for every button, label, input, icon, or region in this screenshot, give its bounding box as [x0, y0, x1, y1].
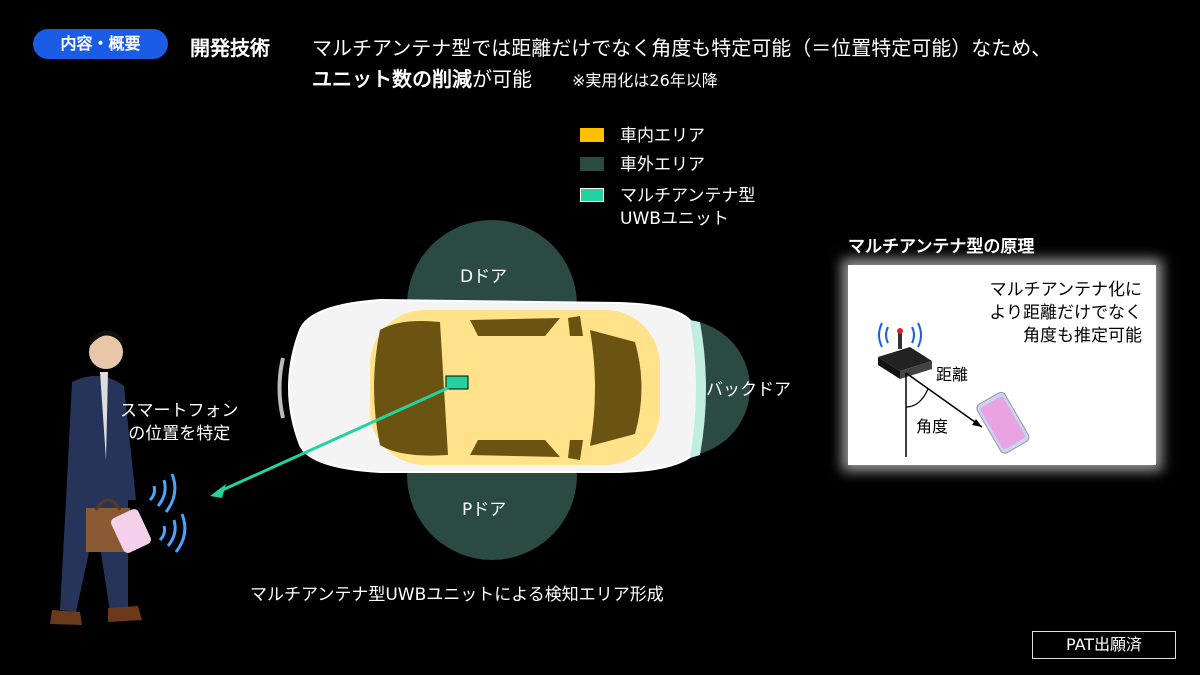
rear-quarter-left — [568, 316, 583, 336]
uwb-unit — [445, 375, 469, 390]
legend-outside-swatch — [580, 157, 604, 171]
headlight — [277, 357, 285, 419]
p-door-label: Pドア — [462, 500, 507, 520]
detection-arrow — [217, 386, 449, 494]
principle-description: マルチアンテナ化に より距離だけでなく 角度も推定可能 — [989, 279, 1142, 348]
rear-window — [590, 330, 642, 446]
d-door-label: Dドア — [460, 267, 508, 287]
principle-panel: マルチアンテナ化に より距離だけでなく 角度も推定可能 距離 角度 — [848, 265, 1156, 465]
header-line-1: マルチアンテナ型では距離だけでなく角度も特定可能（＝位置特定可能）なため、 — [312, 36, 1052, 60]
category-badge: 内容・概要 — [33, 29, 168, 59]
signal-waves — [148, 473, 187, 553]
smartphone-label-1: スマートフォン — [120, 401, 239, 421]
header-line-2-rest: が可能 — [472, 67, 532, 91]
rear-quarter-right — [568, 440, 583, 460]
angle-label: 角度 — [916, 417, 949, 436]
car-rear — [690, 320, 706, 458]
header-line-2: ユニット数の削減が可能 ※実用化は26年以降 — [312, 63, 718, 92]
windshield — [374, 321, 448, 456]
header-note: ※実用化は26年以降 — [572, 71, 718, 90]
principle-title: マルチアンテナ型の原理 — [848, 237, 1035, 257]
principle-text-1: マルチアンテナ化に — [989, 280, 1142, 300]
uwb-device-icon — [878, 347, 932, 371]
principle-figure — [878, 322, 1030, 457]
header-label: 開発技術 — [190, 36, 270, 60]
smartphone-label: スマートフォン の位置を特定 — [120, 400, 239, 446]
header-highlight: ユニット数の削減 — [312, 67, 472, 91]
window-right — [470, 440, 560, 457]
legend-outside-label: 車外エリア — [620, 155, 705, 175]
principle-text-2: より距離だけでなく — [989, 303, 1142, 323]
smartphone-label-2: の位置を特定 — [128, 424, 231, 444]
legend-unit-label-2: UWBユニット — [620, 209, 729, 229]
distance-label: 距離 — [936, 365, 969, 384]
arrow-head — [210, 484, 226, 498]
person-figure — [50, 330, 151, 625]
principle-text-3: 角度も推定可能 — [1023, 326, 1142, 346]
legend-unit-label: マルチアンテナ型 — [620, 186, 756, 206]
phone-icon — [976, 391, 1030, 454]
window-left — [470, 318, 560, 336]
back-door-label: バックドア — [706, 380, 791, 400]
legend-unit-swatch — [580, 188, 604, 202]
patent-status: PAT出願済 — [1032, 631, 1176, 659]
diagram-caption: マルチアンテナ型UWBユニットによる検知エリア形成 — [250, 585, 664, 605]
legend-inside-swatch — [580, 128, 604, 142]
legend-inside-label: 車内エリア — [620, 126, 705, 146]
